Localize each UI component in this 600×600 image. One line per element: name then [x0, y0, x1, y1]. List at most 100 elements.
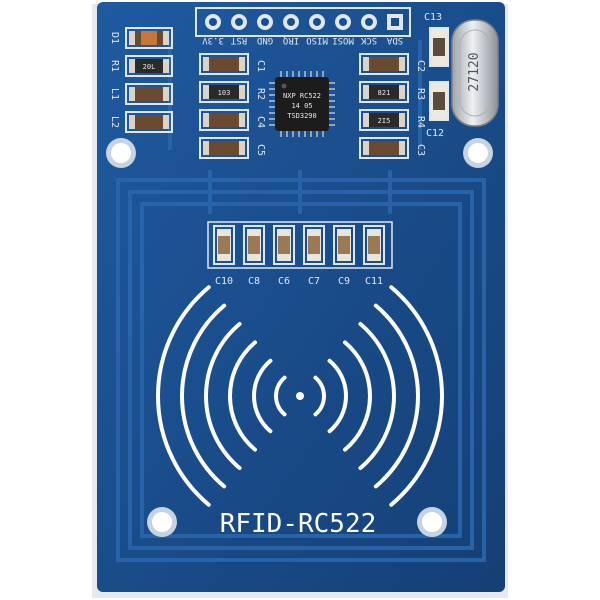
center-left-part-body [209, 141, 239, 155]
pin-hole [287, 18, 295, 26]
antenna-arc-left [180, 303, 227, 489]
center-right-part-body [369, 113, 399, 127]
left-label: R1 [109, 60, 120, 72]
center-right-label: R4 [415, 116, 426, 128]
antenna-arc-right [313, 375, 326, 417]
center-right-part-body [369, 141, 399, 155]
cap-outline [243, 225, 265, 265]
center-right-part-outline [359, 137, 409, 159]
cap-label: C7 [308, 276, 320, 287]
pin-hole [313, 18, 321, 26]
pin-hole [365, 18, 373, 26]
chip-line-3: TSD3290 [287, 112, 317, 120]
center-right-part-pad [363, 57, 369, 71]
center-right-part-pad [363, 113, 369, 127]
center-left-label: C5 [255, 144, 266, 156]
left-part-pad [129, 31, 135, 45]
pin-label: RST [230, 35, 247, 45]
left-label: D1 [109, 32, 120, 44]
left-part-body [135, 115, 163, 129]
left-part-pad [129, 87, 135, 101]
cap-label: C10 [215, 276, 233, 287]
led-d1 [141, 31, 157, 45]
antenna-arc-left [156, 285, 211, 507]
cap-outline [273, 225, 295, 265]
cap-body [278, 236, 290, 254]
left-part-pad [163, 115, 169, 129]
center-right-part-pad [363, 141, 369, 155]
board-name: RFID-RC522 [220, 509, 377, 539]
left-part-code: 20L [143, 63, 156, 71]
center-right-part-outline [359, 81, 409, 103]
cap-body [218, 236, 230, 254]
center-left-part-pad [239, 141, 245, 155]
pin-label: SCK [360, 35, 377, 45]
antenna-arc-left [204, 321, 242, 471]
center-right-part-body [369, 57, 399, 71]
left-part-pad [163, 87, 169, 101]
antenna-arc-left [252, 358, 273, 434]
center-right-part-outline [359, 53, 409, 75]
left-part-pad [129, 115, 135, 129]
label-c13: C13 [424, 12, 442, 23]
cap-label: C9 [338, 276, 350, 287]
cap-outline [213, 225, 235, 265]
center-left-part-outline [199, 81, 249, 103]
center-left-part-pad [203, 85, 209, 99]
pin-label: 3.3V [202, 35, 224, 45]
left-label: L2 [109, 116, 120, 128]
cap-label: C8 [248, 276, 260, 287]
center-left-label: C4 [255, 116, 266, 128]
pin-label: MISO [306, 35, 328, 45]
pin-label: GND [257, 35, 273, 45]
center-right-label: C3 [415, 144, 426, 156]
pin-hole [339, 18, 347, 26]
mounting-holes [106, 138, 493, 537]
center-left-part-code: 103 [218, 89, 231, 97]
cap-label: C11 [365, 276, 383, 287]
right-components: C13 C12 [424, 12, 449, 139]
cap-outline [333, 225, 355, 265]
left-part-pad [129, 59, 135, 73]
left-label: L1 [109, 88, 120, 100]
antenna-arc-right [358, 321, 396, 471]
left-part-outline [125, 27, 173, 49]
pin-hole [261, 18, 269, 26]
center-left-part-body [209, 57, 239, 71]
center-left-part-pad [239, 57, 245, 71]
rc522-chip: NXP RC522 14 05 TSD3290 [269, 71, 335, 137]
crystal-label: 27120 [467, 52, 482, 91]
center-left-part-outline [199, 109, 249, 131]
pin-hole [209, 18, 217, 26]
center-left-part-body [209, 113, 239, 127]
center-right-label: C2 [415, 60, 426, 72]
crystal-oscillator: 27120 [451, 19, 499, 127]
left-part-body [135, 59, 163, 73]
center-right-part-pad [399, 141, 405, 155]
left-part-outline [125, 111, 173, 133]
center-left-label: R2 [255, 88, 266, 100]
center-left-part-pad [203, 113, 209, 127]
left-part-outline [125, 55, 173, 77]
cap-body [308, 236, 320, 254]
center-right-part-outline [359, 109, 409, 131]
pin-label: MOSI [332, 35, 354, 45]
center-left-part-outline [199, 137, 249, 159]
center-right-part-pad [399, 85, 405, 99]
antenna-center-dot [296, 392, 304, 400]
chip-line-1: NXP RC522 [283, 92, 321, 100]
center-right-part-code: 2I5 [378, 117, 391, 125]
antenna-arc-left [228, 340, 258, 452]
pin-label: IRQ [283, 35, 299, 45]
pin-hole [235, 18, 243, 26]
left-part-outline [125, 83, 173, 105]
center-right-part-pad [399, 57, 405, 71]
cap-outline [303, 225, 325, 265]
left-part-body [135, 87, 163, 101]
